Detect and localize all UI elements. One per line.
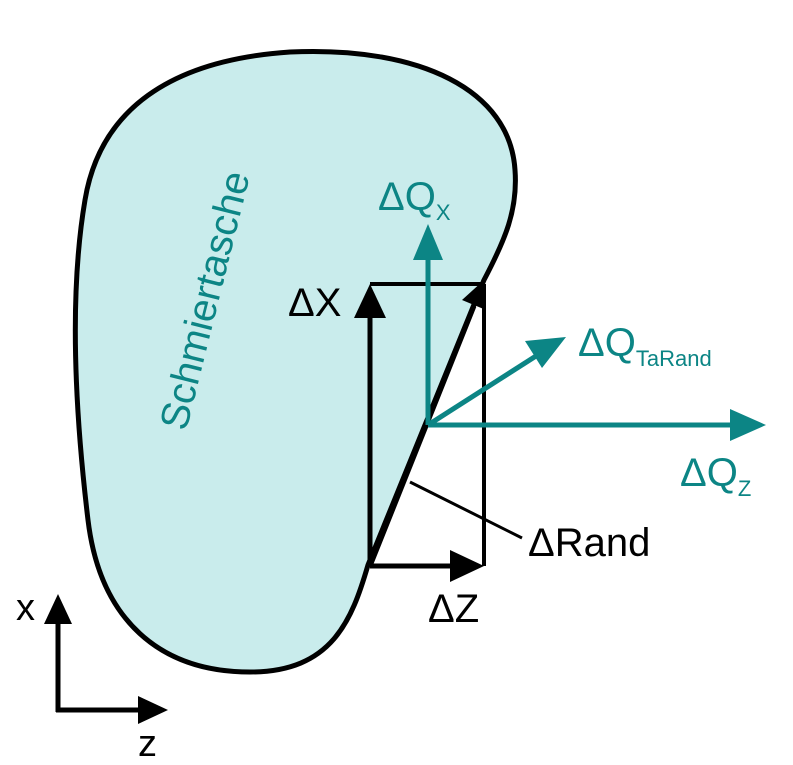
- delta-rand-label: ΔRand: [528, 521, 650, 565]
- dq-tarand-vector: [426, 353, 538, 428]
- axis-z-label: z: [138, 723, 157, 765]
- axis-x-label: x: [16, 587, 35, 629]
- delta-rand-diagonal: [367, 305, 477, 567]
- delta-x-arrowhead: [354, 284, 386, 318]
- dq-x-label: ΔQX: [378, 175, 451, 225]
- delta-rand-leader: [409, 480, 523, 540]
- dq-z-label: ΔQZ: [680, 451, 751, 501]
- dq-tarand-label: ΔQTaRand: [578, 321, 712, 371]
- dq-x-arrowhead: [413, 224, 443, 260]
- dq-z-arrowhead: [730, 409, 766, 441]
- delta-z-label: ΔZ: [428, 587, 479, 631]
- lubrication-pocket-shape: [72, 48, 518, 675]
- dq-tarand-arrowhead: [525, 337, 566, 368]
- delta-z-arrowhead: [450, 550, 484, 582]
- delta-rand-arrowhead: [462, 280, 486, 310]
- delta-x-label: ΔX: [288, 281, 341, 325]
- axis-x-arrowhead: [44, 594, 72, 624]
- axis-z-arrowhead: [138, 696, 168, 724]
